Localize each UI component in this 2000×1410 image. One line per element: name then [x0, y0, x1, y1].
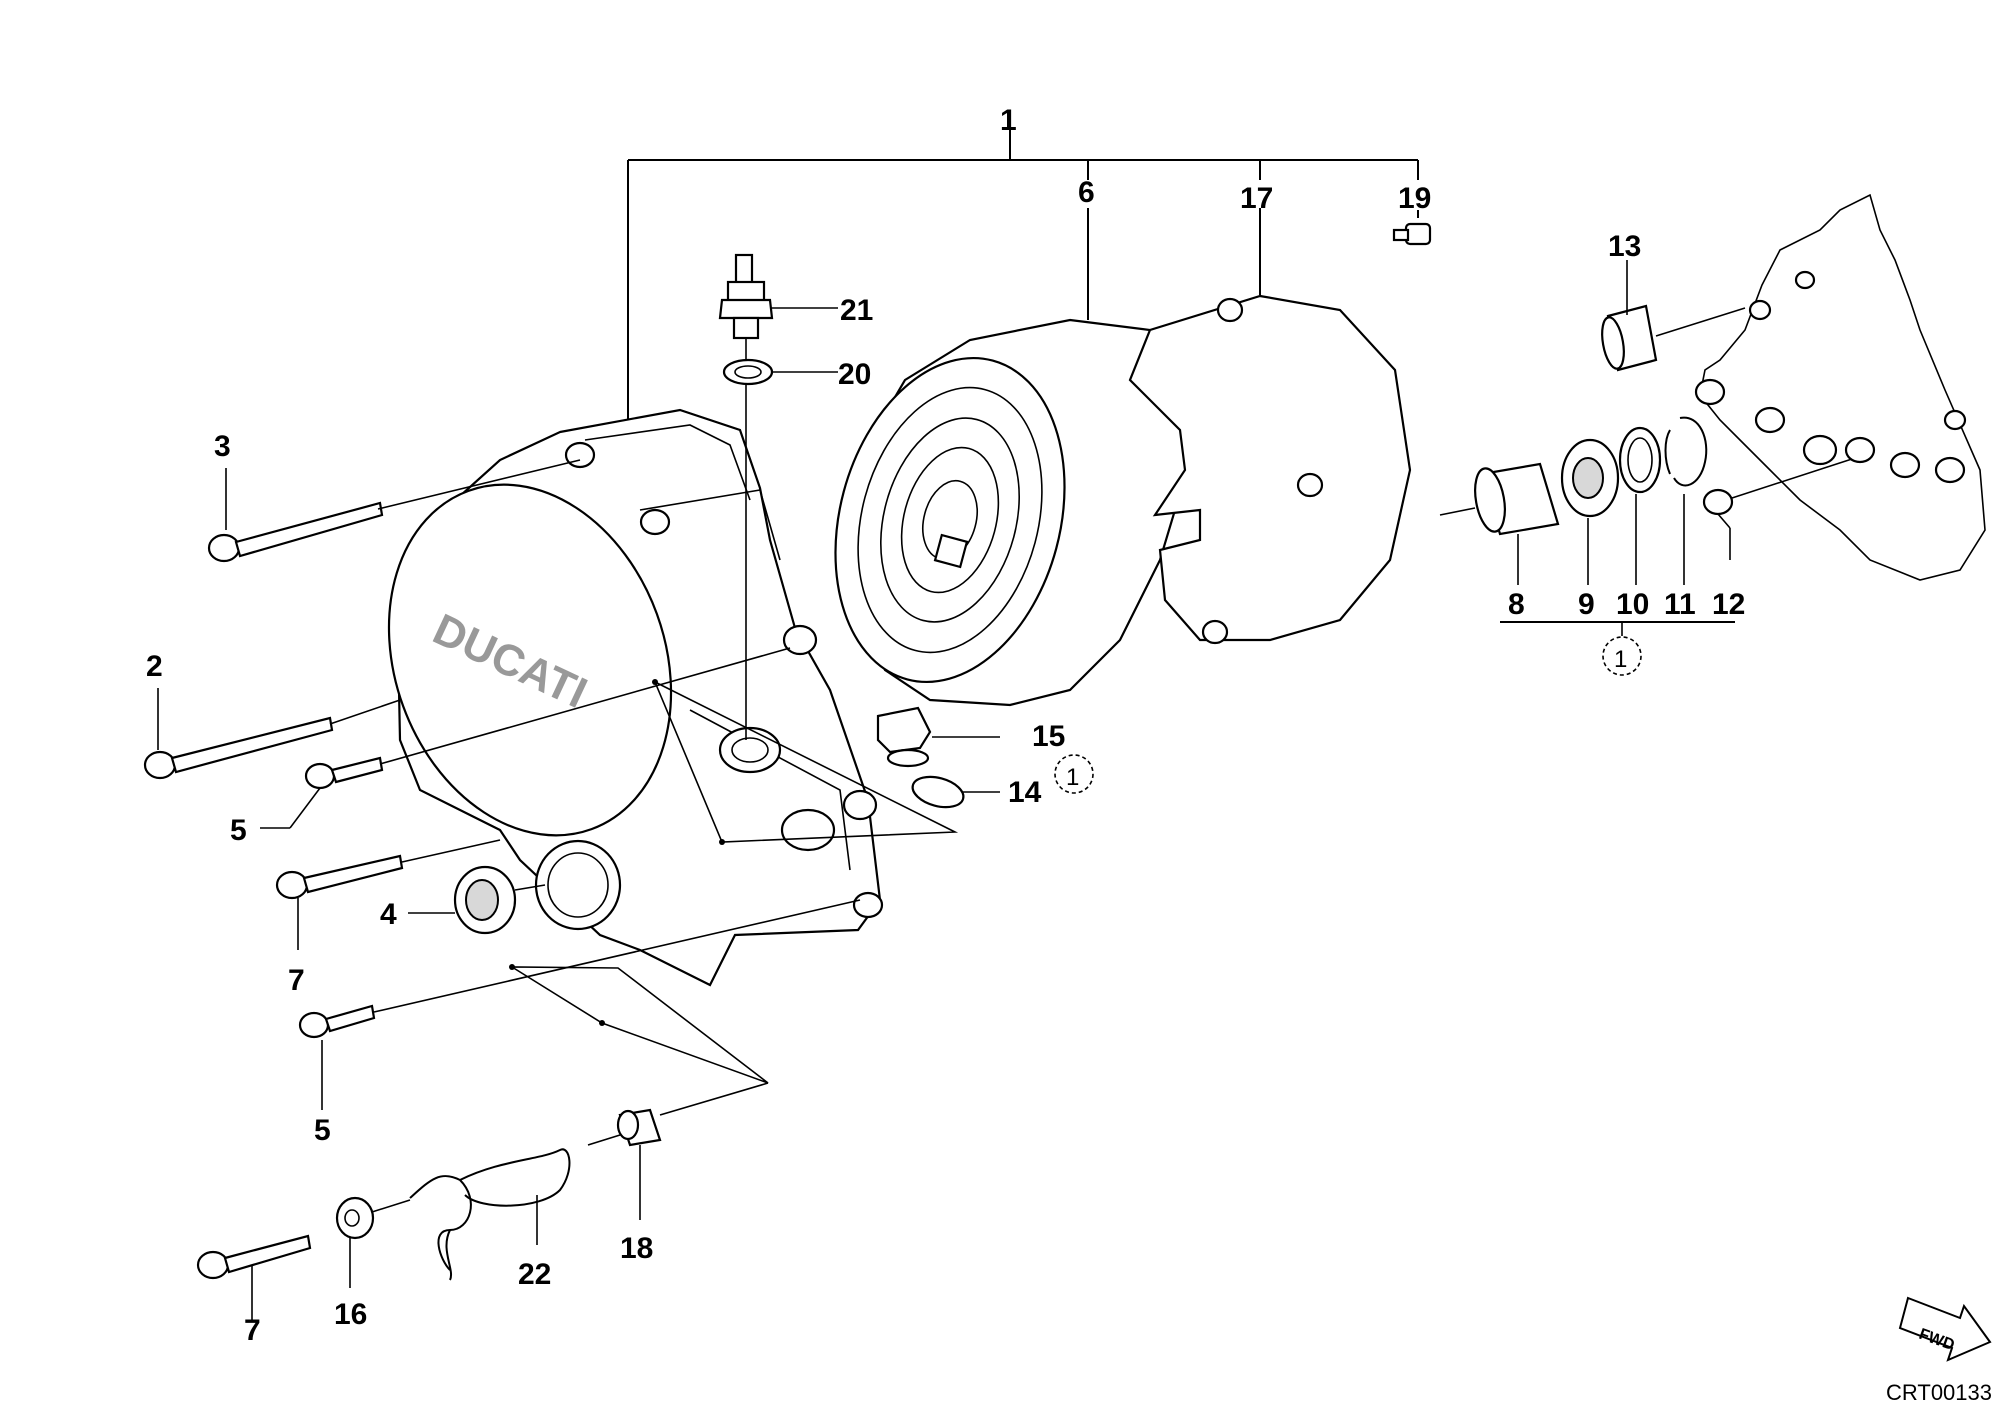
assembly-bracket [627, 130, 1419, 420]
part-5-screw-upper [260, 647, 791, 829]
part-12-oring [1702, 457, 1856, 560]
part-18-spacer [616, 1082, 769, 1220]
kit-marker-right: 1 [1602, 636, 1642, 676]
part-9-bearing [1560, 438, 1620, 585]
part-10-ring [1618, 426, 1662, 585]
part-19-screw [1392, 222, 1432, 246]
label-16: 16 [334, 1298, 367, 1331]
label-3: 3 [214, 430, 231, 463]
kit-bracket-right [1500, 621, 1735, 636]
part-21-sensor [718, 253, 838, 740]
label-20: 20 [838, 358, 871, 391]
outer-cover [1128, 294, 1412, 645]
label-5-lower: 5 [314, 1114, 331, 1147]
kit-marker-center-text: 1 [1066, 764, 1079, 791]
drawing-code: CRT00133 [1886, 1380, 1992, 1405]
label-9: 9 [1578, 588, 1595, 621]
label-1: 1 [1000, 104, 1017, 137]
part-7-bolt-upper [275, 839, 501, 950]
part-16-washer [335, 1196, 411, 1288]
label-17: 17 [1240, 182, 1273, 215]
label-6: 6 [1078, 176, 1095, 209]
label-15: 15 [1032, 720, 1065, 753]
label-11: 11 [1664, 588, 1696, 621]
label-4: 4 [380, 898, 397, 931]
label-19: 19 [1398, 182, 1431, 215]
clutch-cover: DUCATI [387, 408, 884, 987]
part-3-bolt [207, 459, 581, 563]
label-5-upper: 5 [230, 814, 247, 847]
clutch-basket [834, 318, 1202, 707]
part-4-seal [408, 865, 546, 935]
label-21: 21 [840, 294, 873, 327]
crankcase [1694, 193, 1986, 581]
label-13: 13 [1608, 230, 1641, 263]
part-11-circlip [1664, 416, 1708, 585]
kit-marker-right-text: 1 [1614, 646, 1627, 673]
part-22-clip [409, 1134, 621, 1281]
forward-direction-badge: FWD [1898, 1296, 1992, 1362]
label-22: 22 [518, 1258, 551, 1291]
label-8: 8 [1508, 588, 1525, 621]
part-5-screw-lower [298, 899, 861, 1110]
kit-marker-center: 1 [1054, 754, 1094, 794]
part-2-bolt [143, 699, 401, 780]
part-15-plug [876, 706, 1000, 768]
leader-lines [157, 468, 227, 750]
label-10: 10 [1616, 588, 1649, 621]
part-numbers: 1 2 3 4 5 5 6 7 7 8 9 10 11 12 13 14 15 … [146, 104, 1745, 1347]
label-18: 18 [620, 1232, 653, 1265]
part-13-bush [1601, 260, 1746, 372]
label-14: 14 [1008, 776, 1042, 809]
label-12: 12 [1712, 588, 1745, 621]
label-7-lower: 7 [244, 1314, 261, 1347]
part-7-bolt-lower [196, 1234, 312, 1320]
part-8-bush [1439, 462, 1560, 585]
label-2: 2 [146, 650, 163, 683]
label-7-upper: 7 [288, 964, 305, 997]
part-14-oring [911, 775, 1000, 809]
part-20-washer [722, 358, 838, 386]
